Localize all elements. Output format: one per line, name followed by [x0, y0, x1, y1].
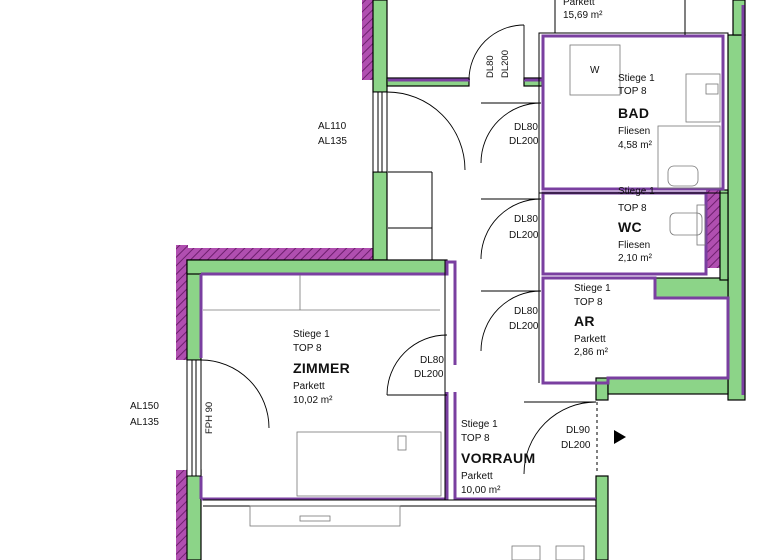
- zimmer-stiege: Stiege 1: [293, 329, 330, 340]
- wc-top: TOP 8: [618, 203, 647, 214]
- zimmer-area: 10,02 m²: [293, 395, 333, 406]
- lower-window-height: AL135: [130, 417, 159, 428]
- ar-name: AR: [574, 313, 595, 329]
- vorraum-name: VORRAUM: [461, 450, 536, 466]
- lower-window-parapet: FPH 90: [204, 401, 215, 434]
- ar-area: 2,86 m²: [574, 347, 608, 358]
- bad-fixture-mark: W: [590, 65, 600, 76]
- wc-floor: Fliesen: [618, 240, 651, 251]
- lower-window-width: AL150: [130, 401, 159, 412]
- top-room-area: 15,69 m²: [563, 10, 603, 21]
- ar-floor: Parkett: [574, 334, 606, 345]
- bad-area: 4,58 m²: [618, 140, 652, 151]
- entry-door-width: DL90: [566, 425, 590, 436]
- ar-door-height: DL200: [509, 321, 539, 332]
- vorraum-floor: Parkett: [461, 471, 493, 482]
- zimmer-name: ZIMMER: [293, 360, 351, 376]
- ar-door-width: DL80: [514, 306, 538, 317]
- ar-stiege: Stiege 1: [574, 283, 611, 294]
- upper-window-height: AL135: [318, 136, 347, 147]
- bad-name: BAD: [618, 105, 650, 121]
- upper-window-width: AL110: [318, 121, 347, 132]
- entry-arrow: [614, 430, 626, 444]
- zimmer-top: TOP 8: [293, 343, 322, 354]
- vorraum-stiege: Stiege 1: [461, 419, 498, 430]
- zimmer-floor: Parkett: [293, 381, 325, 392]
- walls: [186, 0, 746, 560]
- bad-door-height: DL200: [509, 136, 539, 147]
- vorraum-top: TOP 8: [461, 433, 490, 444]
- bad-door-width: DL80: [514, 122, 538, 133]
- top-room-floor: Parkett: [563, 0, 595, 8]
- top-door-width: DL80: [485, 55, 496, 78]
- wc-area: 2,10 m²: [618, 253, 652, 264]
- bad-stiege: Stiege 1: [618, 73, 655, 84]
- wc-door-width: DL80: [514, 214, 538, 225]
- wc-door-height: DL200: [509, 230, 539, 241]
- zimmer-door-width: DL80: [420, 355, 444, 366]
- ar-top: TOP 8: [574, 297, 603, 308]
- insulation-layer: [176, 0, 745, 560]
- windows: [186, 91, 388, 477]
- zimmer-door-height: DL200: [414, 369, 444, 380]
- door-swings: [200, 24, 597, 476]
- wc-stiege-partial: Stiege 1: [618, 186, 655, 197]
- entry-door-height: DL200: [561, 440, 591, 451]
- bad-floor: Fliesen: [618, 126, 651, 137]
- bad-top: TOP 8: [618, 86, 647, 97]
- top-door-height: DL200: [500, 50, 511, 78]
- vorraum-area: 10,00 m²: [461, 485, 501, 496]
- wc-name: WC: [618, 219, 642, 235]
- fixtures: [203, 44, 721, 560]
